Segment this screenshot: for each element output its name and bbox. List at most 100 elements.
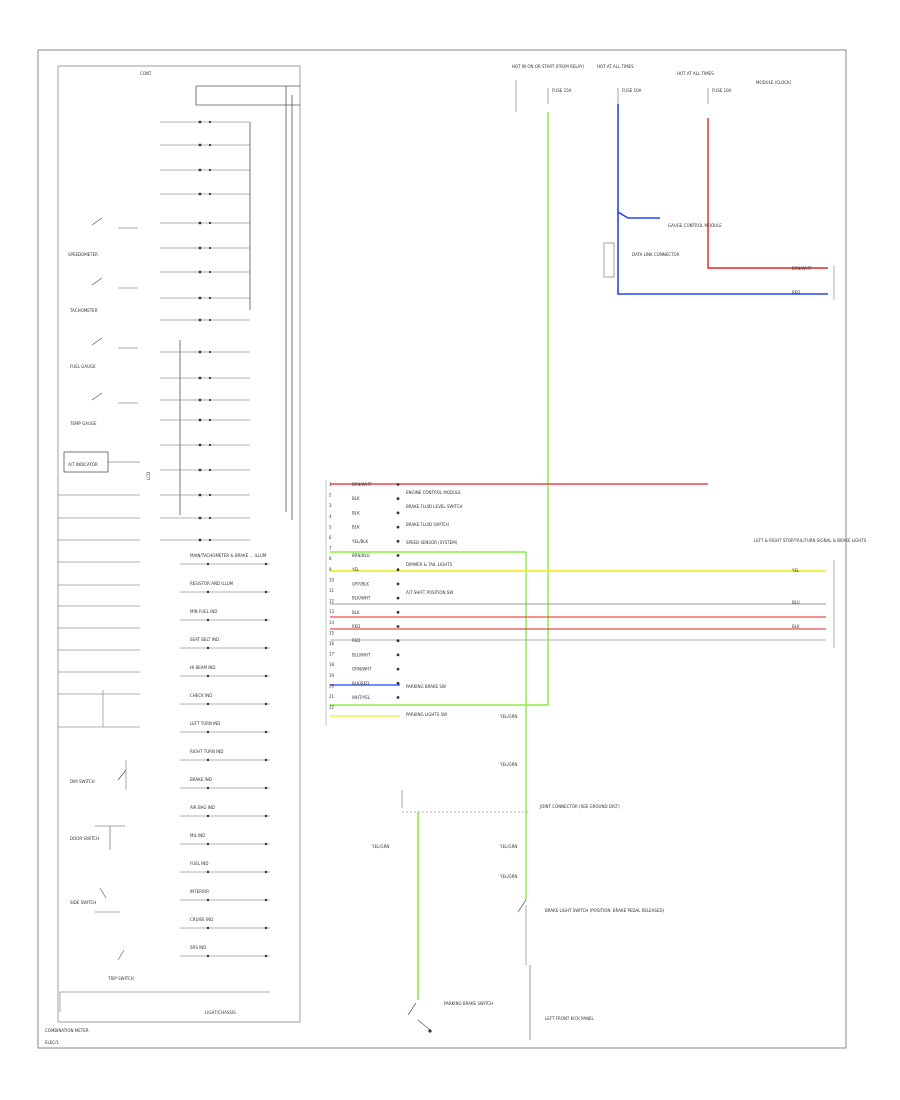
left-component-label: DIMMER & TAIL LIGHTS [406, 562, 453, 567]
source-hot-at-all-times-1: HOT AT ALL TIMES FUSE 10A [597, 64, 642, 104]
svg-text:JOINT CONNECTOR (SEE GROUND DI: JOINT CONNECTOR (SEE GROUND DIST) [539, 804, 620, 809]
indicator-label: MIN FUEL IND [190, 609, 217, 614]
connector-pin-number: 9 [329, 567, 332, 572]
indicator-label: HI BEAM IND [190, 665, 215, 670]
right-wire-label: BRN/WHT [792, 266, 812, 271]
data-link-connector-label: DATA LINK CONNECTOR [632, 252, 680, 257]
wire-color-label: BLU/WHT [352, 652, 371, 657]
lamp-row [160, 376, 250, 380]
connector-pin-number: 21 [329, 694, 335, 699]
left-component-label: ENGINE CONTROL MODULE [406, 490, 461, 495]
svg-text:DOOR SWITCH: DOOR SWITCH [70, 836, 99, 841]
source-hot-in-on: HOT IN ON OR START (FROM RELAY) FUSE 15A [512, 64, 585, 112]
svg-text:SPEEDOMETER: SPEEDOMETER [68, 252, 98, 257]
indicator-label: MIL IND [190, 833, 205, 838]
indicator-label: LEFT TURN IND [190, 721, 220, 726]
svg-text:DIM SWITCH: DIM SWITCH [70, 779, 95, 784]
wire-red-top [707, 118, 828, 269]
diagram-frame [37, 49, 847, 1049]
left-component-label: PARKING LIGHTS SW [406, 712, 447, 717]
bottom-components: JOINT CONNECTOR (SEE GROUND DIST) BRAKE … [371, 714, 665, 1040]
gauge-control-module-label: GAUGE CONTROL MODULE [668, 223, 722, 228]
bottom-wire-label: YEL/GRN [499, 762, 517, 767]
indicator-row: HI BEAM IND [180, 665, 270, 678]
lamp-row [160, 192, 250, 196]
connector-pin-number: 12 [329, 599, 335, 604]
indicator-label: SRS IND [190, 945, 206, 950]
wire-color-label: RED [352, 624, 360, 629]
indicator-row: AIR BAG IND [180, 805, 270, 818]
indicator-row: MIL IND [180, 833, 270, 846]
cluster-footer-label: LIGHT/CHASSIS [205, 1010, 236, 1015]
connector-pin-number: 6 [329, 535, 332, 540]
connector-pin-number: 5 [329, 524, 332, 529]
right-wire-label: YEL [791, 568, 800, 573]
svg-text:LEFT FRONT KICK PANEL: LEFT FRONT KICK PANEL [545, 1016, 595, 1021]
gauge-speedometer: SPEEDOMETER [68, 217, 138, 257]
lamp-row [160, 398, 250, 402]
connector-pin-number: 8 [329, 556, 332, 561]
indicator-row: SEAT BELT IND [180, 637, 270, 650]
gauge-at-indicator: A/T INDICATOR [63, 451, 140, 473]
left-wire-labels: BRN/WHTBLKBLKBLKYEL/BLKBRN/BLUYELGRY/BLK… [351, 482, 400, 700]
left-component-label: BRAKE FLUID LEVEL SWITCH [406, 504, 463, 509]
gauge-temp: TEMP GAUGE [69, 392, 138, 426]
wire-color-label: RED [352, 638, 360, 643]
lamp-row [160, 318, 250, 322]
indicator-row: LEFT TURN IND [180, 721, 270, 734]
wire-color-label: YEL/BLK [351, 539, 369, 544]
wire-blue-top [617, 104, 828, 295]
trip-switch: TRIP SWITCH [59, 949, 270, 1012]
lamp-row [160, 270, 250, 274]
right-wire-label: BLU [792, 600, 800, 605]
lamp-row [160, 493, 250, 497]
svg-text:TRIP SWITCH: TRIP SWITCH [107, 976, 134, 981]
connector-pin-number: 20 [329, 683, 335, 688]
wire-color-label: GRN/WHT [352, 667, 372, 672]
wire-color-label: BRN/WHT [352, 482, 372, 487]
lamp-row [160, 246, 250, 250]
left-component-label: A/T SHIFT POSITION SW [406, 590, 453, 595]
left-component-label: PARKING BRAKE SW [406, 684, 446, 689]
connector-pin-number: 2 [329, 493, 332, 498]
connector-pin-number: 22 [329, 705, 335, 710]
indicator-row: FUEL IND [180, 861, 270, 874]
bottom-wire-label: YEL/GRN [499, 844, 517, 849]
wire-color-label: BLK [352, 496, 360, 501]
top-right-components: GAUGE CONTROL MODULE DATA LINK CONNECTOR… [603, 80, 792, 278]
wire-color-label: YEL [351, 567, 360, 572]
indicator-label: FUEL IND [190, 861, 209, 866]
left-component-label: BRAKE FLUID SWITCH [406, 522, 449, 527]
svg-text:LCD: LCD [146, 472, 151, 480]
right-wire-label: RED [792, 290, 800, 295]
lamp-row [160, 418, 250, 422]
right-wire-label: BLK [792, 624, 800, 629]
source-hot-at-all-times-2: HOT AT ALL TIMES FUSE 10A [677, 71, 732, 104]
svg-text:TEMP GAUGE: TEMP GAUGE [69, 421, 97, 426]
indicator-row: MIN FUEL IND [180, 609, 270, 622]
svg-text:FUSE 10A: FUSE 10A [622, 88, 642, 93]
cluster-label: COMBINATION METER [45, 1028, 89, 1033]
brake-light-switch: BRAKE LIGHT SWITCH (POSITION: BRAKE PEDA… [517, 899, 665, 965]
cluster-box [57, 65, 301, 1023]
wire-color-label: WHT/YEL [352, 695, 371, 700]
connector-pin-number: 10 [329, 577, 335, 582]
svg-text:BRAKE LIGHT SWITCH (POSITION:: BRAKE LIGHT SWITCH (POSITION: BRAKE PEDA… [545, 908, 665, 913]
connector-pin-number: 17 [329, 652, 335, 657]
top-sources: HOT IN ON OR START (FROM RELAY) FUSE 15A… [512, 64, 732, 112]
indicator-label: AIR BAG IND [190, 805, 215, 810]
indicator-row: RESISTOR AND ILLUM [180, 581, 270, 594]
connector-pin-number: 7 [329, 546, 332, 551]
wire-green-secondary [330, 551, 527, 900]
indicator-label: RIGHT TURN IND [190, 749, 223, 754]
gauge-tachometer: TACHOMETER [69, 277, 138, 313]
module-clock-label: MODULE (CLOCK) [756, 80, 792, 85]
dim-switch: DIM SWITCH [70, 760, 127, 790]
wire-color-label: BLK/WHT [352, 596, 371, 601]
joint-connector: JOINT CONNECTOR (SEE GROUND DIST) [401, 790, 620, 813]
connector-pin-number: 18 [329, 662, 335, 667]
left-component-label: SPEED SENSOR (SYSTEM) [406, 540, 458, 545]
combination-meter: CONT LIGHT/CHASSIS COMBINATION METER ELE… [45, 65, 301, 1045]
